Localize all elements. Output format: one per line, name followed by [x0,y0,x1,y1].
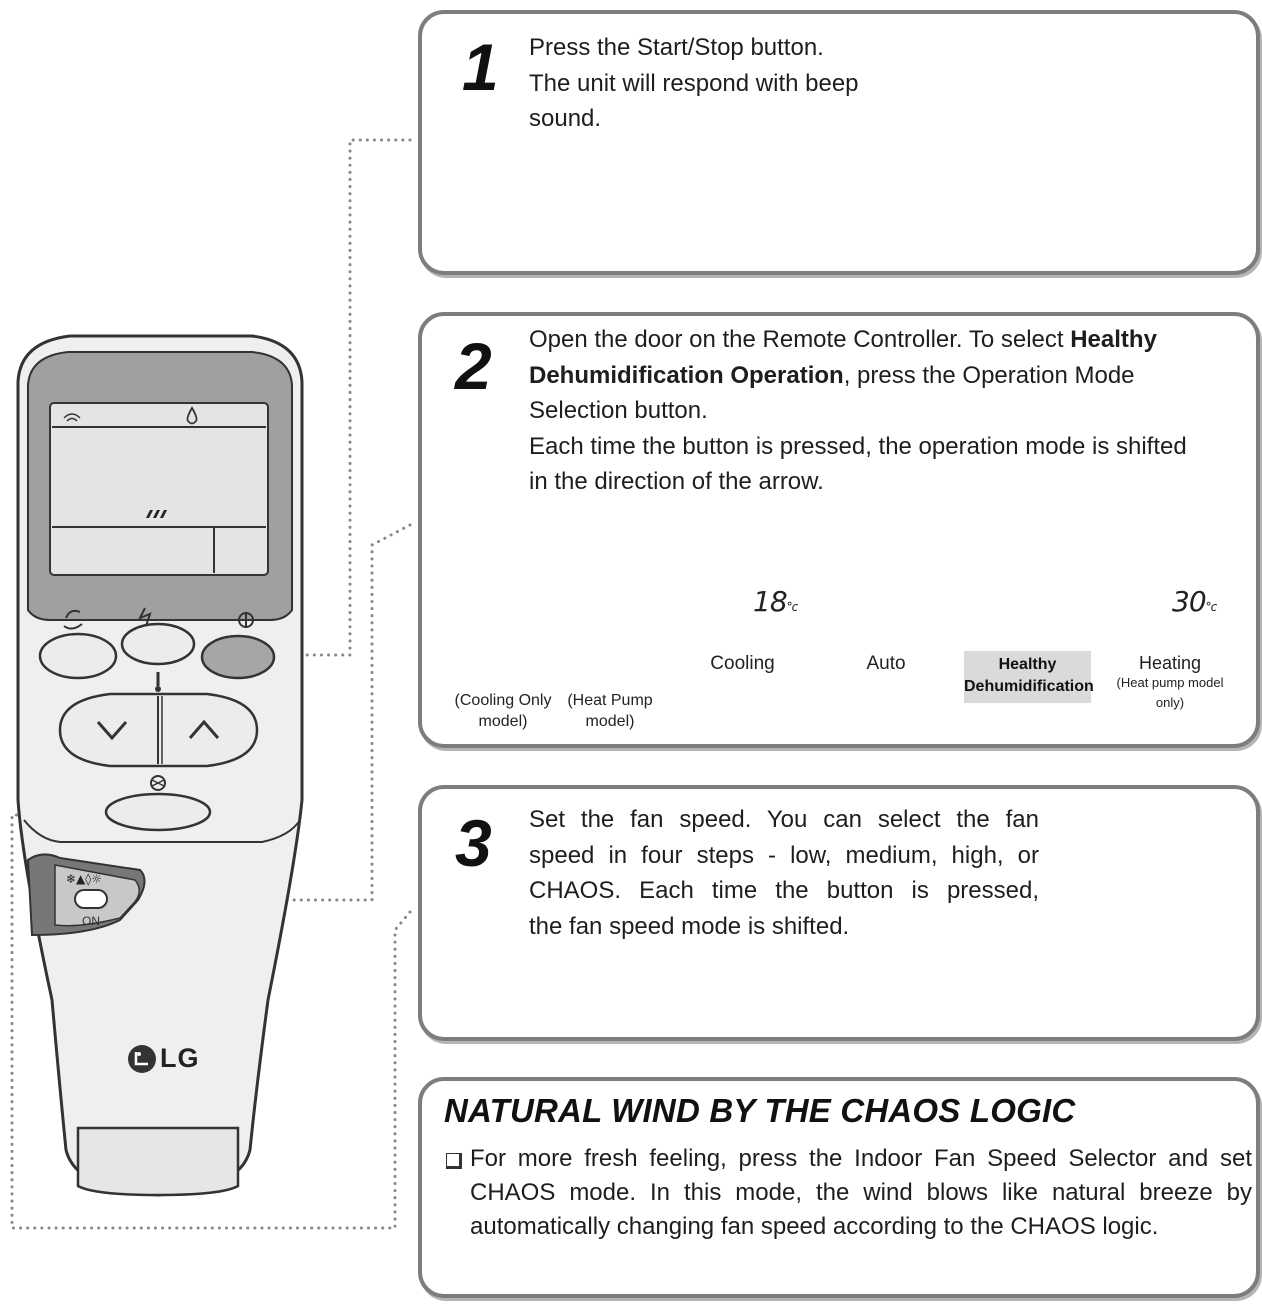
chaos-line3: automatically changing fan speed accordi… [470,1213,1159,1240]
chaos-line1: For more fresh feeling, press the Indoor… [470,1145,1252,1172]
caption-cooling-only-model: (Cooling Only model) [454,692,552,730]
checkbox-bullet [446,1153,462,1169]
mode-label-healthy-dehumidification: Healthy Dehumidification [964,651,1094,703]
step1-number: 1 [462,30,499,104]
step3-line3: CHAOS. Each time the button is pressed, [529,877,1039,904]
mode-icons-small: ❄▲◊☼ [66,872,102,886]
mode-label-heating: Heating (Heat pump model only) [1102,653,1238,713]
step3-number: 3 [455,806,492,880]
lcd-heating-temp: 30°c [1172,585,1217,618]
step2-text: Open the door on the Remote Controller. … [529,322,1249,500]
brand-logo-text: LG [160,1043,200,1073]
step1-line1: Press the Start/Stop button. [529,34,824,61]
step2-line2: Dehumidification Operation, press the Op… [529,361,1135,389]
step3-text: Set the fan speed. You can select the fa… [529,802,1039,944]
chaos-line2: CHAOS mode. In this mode, the wind blows… [470,1179,1252,1206]
step3-line2: speed in four steps - low, medium, high,… [529,841,1039,869]
chaos-title: NATURAL WIND BY THE CHAOS LOGIC [444,1092,1076,1129]
step2-line1: Open the door on the Remote Controller. … [529,326,1157,353]
door-switch-label: ON [82,914,100,928]
step3-panel [418,785,1260,1041]
heating-note: (Heat pump model only) [1116,675,1224,710]
lcd-cooling-temp: 18°c [753,585,798,618]
mode-label-auto: Auto [866,653,906,674]
step3-line1: Set the fan speed. You can select the fa… [529,806,1039,833]
step2-panel [418,312,1260,748]
remote-controller: ❄▲◊☼ [16,334,304,1197]
step1-line2: The unit will respond with beep [529,69,859,97]
step2-line5: in the direction of the arrow. [529,468,824,495]
step2-line3: Selection button. [529,397,708,424]
step1-panel [418,10,1260,275]
step2-line4: Each time the button is pressed, the ope… [529,432,1187,460]
caption-heat-pump-model: (Heat Pump model) [567,692,653,730]
chaos-panel [418,1077,1260,1298]
step2-number: 2 [455,329,492,403]
step1-text: Press the Start/Stop button. The unit wi… [529,30,949,137]
mode-label-cooling: Cooling [710,653,775,674]
dotted-leader-lines [10,138,412,1230]
step1-line3: sound. [529,105,602,132]
chaos-body: For more fresh feeling, press the Indoor… [470,1142,1252,1244]
step3-line4: the fan speed mode is shifted. [529,912,850,940]
